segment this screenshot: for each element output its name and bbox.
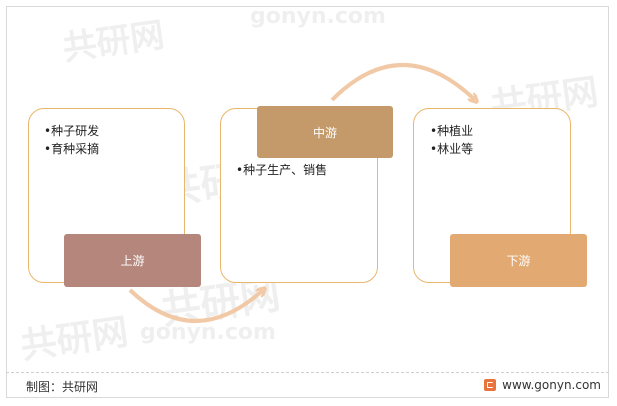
downstream-item: •种植业: [430, 124, 474, 138]
site-url: www.gonyn.com: [502, 378, 601, 392]
footer: [6, 372, 609, 398]
upstream-item: •育种采摘: [44, 142, 100, 156]
diagram-frame: [6, 6, 609, 398]
upstream-item: •种子研发: [44, 124, 100, 138]
gonyn-logo-icon: [484, 379, 497, 391]
upstream-label: 上游: [64, 234, 201, 287]
downstream-item: •林业等: [430, 142, 474, 156]
upstream-items: •种子研发 •育种采摘: [44, 122, 99, 158]
midstream-label: 中游: [257, 106, 393, 158]
midstream-items: •种子生产、销售: [236, 161, 327, 179]
site-link[interactable]: www.gonyn.com: [484, 378, 601, 392]
source-credit: 制图：共研网: [26, 380, 99, 394]
downstream-label: 下游: [450, 234, 587, 287]
downstream-items: •种植业 •林业等: [430, 122, 473, 158]
arrow-upstream-to-midstream: [128, 290, 263, 323]
midstream-item: •种子生产、销售: [236, 163, 328, 177]
arrow-midstream-to-downstream: [330, 63, 475, 100]
